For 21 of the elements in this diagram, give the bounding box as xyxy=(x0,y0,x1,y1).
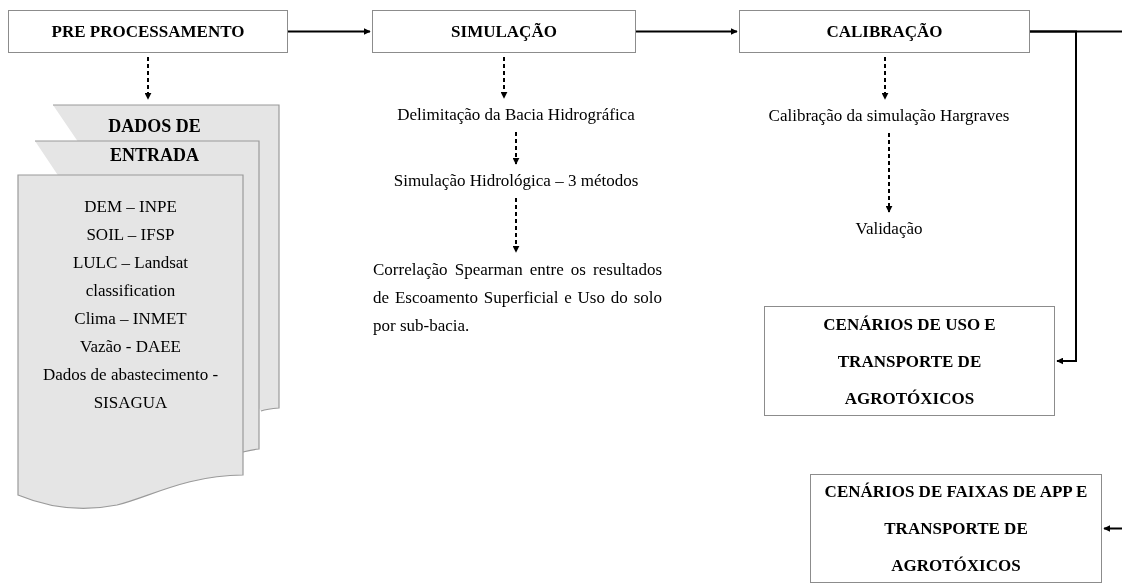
input-data-item: Clima – INMET xyxy=(73,308,188,330)
input-data-item: DEM – INPE xyxy=(83,196,178,218)
arrow xyxy=(635,28,738,35)
input-data-item: Vazão - DAEE xyxy=(79,336,182,358)
input-data-item: LULC – Landsat classification xyxy=(71,252,190,302)
arrow xyxy=(885,132,893,213)
arrow xyxy=(512,131,520,165)
arrow xyxy=(287,28,371,35)
process-box: SIMULAÇÃO xyxy=(372,10,636,53)
scenario-box: CENÁRIOS DE USO E TRANSPORTE DE AGROTÓXICOS xyxy=(764,306,1055,416)
process-box: PRE PROCESSAMENTO xyxy=(8,10,288,53)
document-heading: DADOS DE ENTRADA xyxy=(107,115,202,167)
arrow xyxy=(144,56,152,100)
process-box: CALIBRAÇÃO xyxy=(739,10,1030,53)
arrow xyxy=(881,56,889,100)
input-data-item: Dados de abastecimento - SISAGUA xyxy=(41,364,220,414)
arrow xyxy=(1103,525,1122,532)
input-data-item: SOIL – IFSP xyxy=(85,224,176,246)
arrow xyxy=(500,56,508,99)
arrow xyxy=(512,197,520,253)
scenario-box: CENÁRIOS DE FAIXAS DE APP E TRANSPORTE DE AGROTÓXICOS xyxy=(810,474,1102,583)
